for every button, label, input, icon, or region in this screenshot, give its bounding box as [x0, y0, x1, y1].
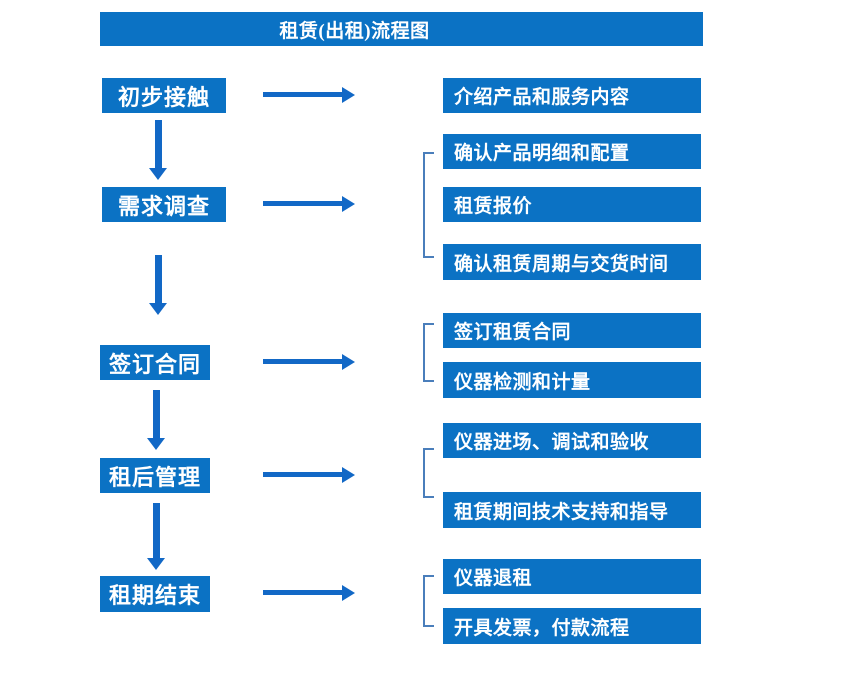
step-box-lease-end: 租期结束: [100, 576, 210, 612]
flowchart-title: 租赁(出租)流程图: [100, 12, 703, 46]
detail-group-bracket: [423, 448, 434, 498]
detail-box-introduce-products: 介绍产品和服务内容: [443, 78, 701, 113]
detail-box-sign-rental-contract: 签订租赁合同: [443, 313, 701, 348]
right-arrow-icon: [263, 467, 355, 483]
down-arrow-icon: [149, 255, 168, 315]
detail-box-confirm-config: 确认产品明细和配置: [443, 134, 701, 169]
step-box-demand-survey: 需求调查: [102, 187, 226, 222]
right-arrow-icon: [263, 585, 355, 601]
step-box-sign-contract: 签订合同: [100, 345, 210, 380]
detail-group-bracket: [423, 575, 434, 627]
detail-box-instrument-testing: 仪器检测和计量: [443, 362, 701, 398]
right-arrow-icon: [263, 354, 355, 370]
detail-box-instrument-setup: 仪器进场、调试和验收: [443, 423, 701, 458]
right-arrow-icon: [263, 87, 355, 103]
detail-box-instrument-return: 仪器退租: [443, 559, 701, 594]
detail-box-tech-support: 租赁期间技术支持和指导: [443, 492, 701, 528]
detail-group-bracket: [423, 152, 434, 258]
down-arrow-icon: [149, 120, 168, 180]
down-arrow-icon: [147, 390, 166, 450]
detail-box-invoice-payment: 开具发票，付款流程: [443, 608, 701, 644]
step-box-post-rental-mgmt: 租后管理: [100, 458, 210, 493]
down-arrow-icon: [147, 503, 166, 570]
detail-box-confirm-period: 确认租赁周期与交货时间: [443, 244, 701, 280]
detail-group-bracket: [423, 323, 434, 382]
detail-box-rental-quote: 租赁报价: [443, 187, 701, 222]
right-arrow-icon: [263, 196, 355, 212]
step-box-initial-contact: 初步接触: [102, 78, 226, 113]
